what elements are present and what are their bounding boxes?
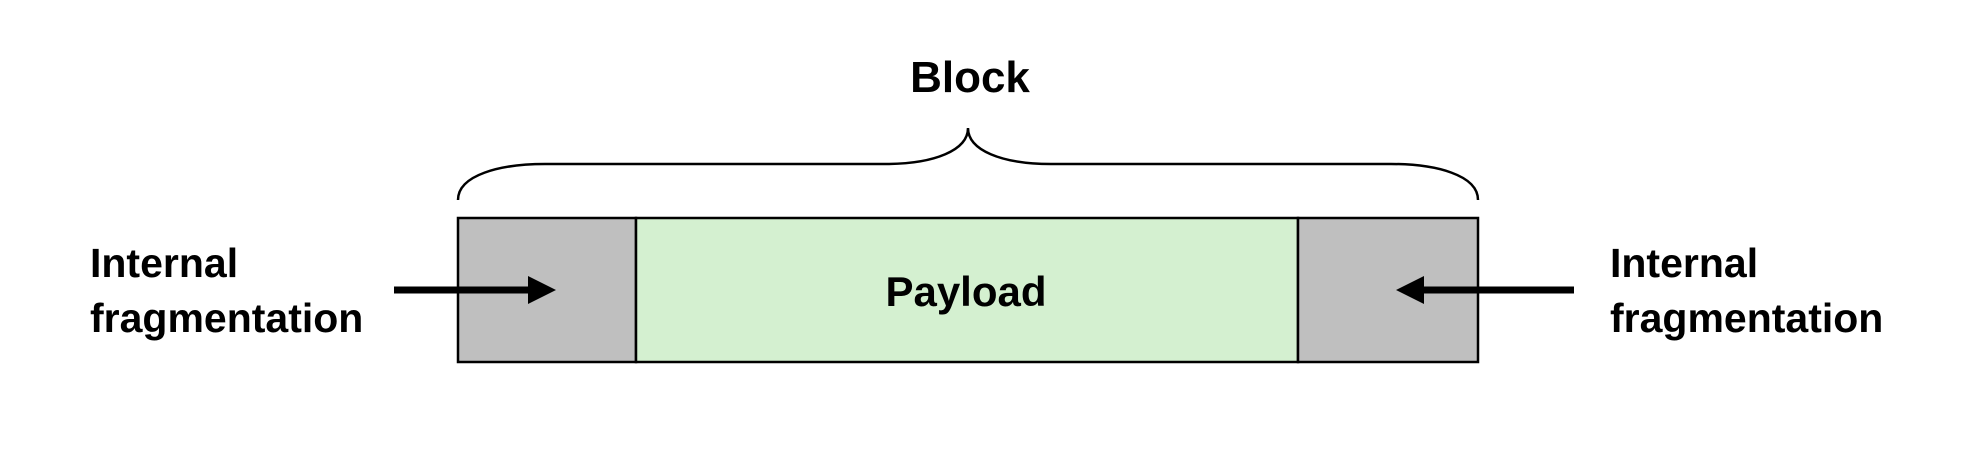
payload-label: Payload [885, 268, 1047, 315]
frag-right-line1: Internal [1610, 240, 1759, 286]
frag-left-line2: fragmentation [90, 295, 364, 341]
internal-fragmentation-label-left: Internal fragmentation [90, 236, 363, 346]
internal-fragmentation-label-right: Internal fragmentation [1610, 236, 1883, 346]
left-arrow [394, 276, 556, 304]
frag-right-line2: fragmentation [1610, 295, 1884, 341]
block-label: Block [910, 53, 1030, 102]
right-arrow [1396, 276, 1574, 304]
block-brace [456, 127, 1480, 201]
payload-region [634, 216, 1300, 364]
frag-left-line1: Internal [90, 240, 239, 286]
